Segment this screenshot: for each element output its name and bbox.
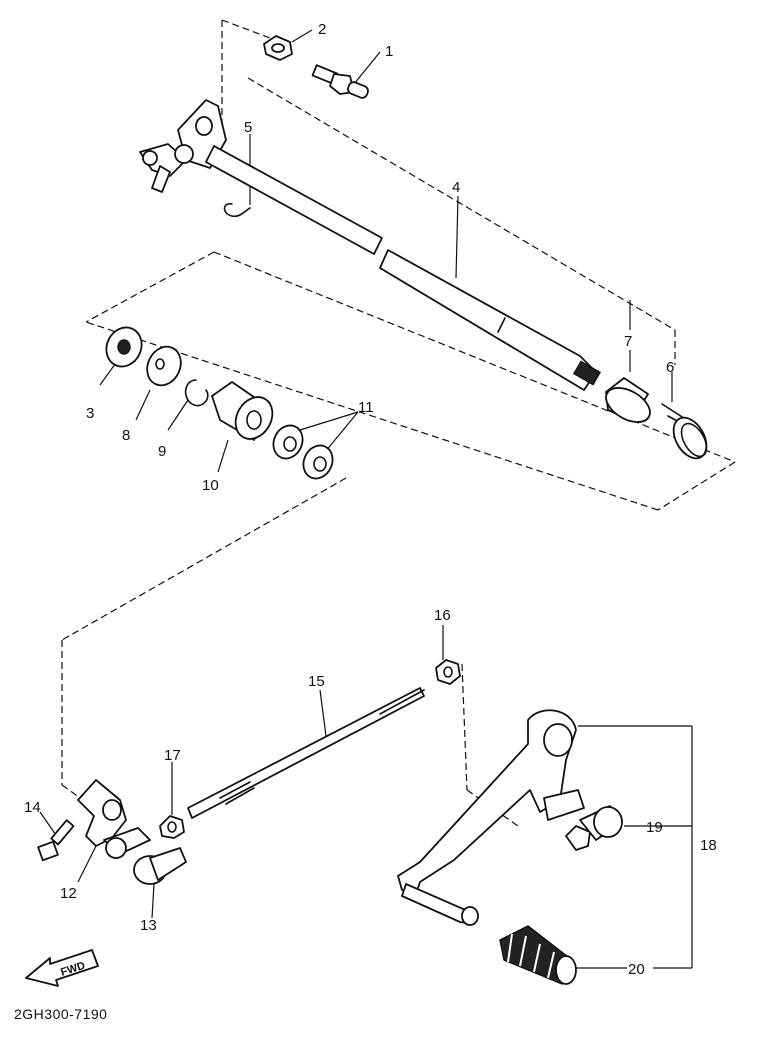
part-10-bushing [211, 381, 274, 441]
callout-15: 15 [308, 673, 325, 690]
callout-1: 1 [385, 43, 393, 60]
callout-16: 16 [434, 607, 451, 624]
part-15-shift-rod [187, 687, 425, 819]
part-5-circlip [223, 203, 251, 218]
part-4-shift-shaft [205, 145, 601, 391]
callout-4: 4 [452, 179, 460, 196]
callout-3: 3 [86, 405, 94, 422]
part-19-bolt-pivot [565, 805, 623, 851]
callout-17: 17 [164, 747, 181, 764]
fwd-arrow-icon: FWD [25, 949, 99, 987]
part-11-oil-seal-b [302, 444, 334, 480]
part-14-bolt [37, 819, 75, 862]
part-8-washer [146, 345, 182, 387]
callout-5: 5 [244, 119, 252, 136]
callout-labels: 1 2 3 4 5 6 7 8 9 10 11 12 13 14 15 16 1… [24, 21, 717, 978]
group-outline-linkage [61, 477, 519, 827]
callout-8: 8 [122, 427, 130, 444]
callout-7: 7 [624, 333, 632, 350]
callout-11: 11 [358, 399, 374, 416]
callout-12: 12 [60, 885, 77, 902]
callout-18: 18 [700, 837, 717, 854]
part-1-bolt [311, 64, 369, 99]
callout-2: 2 [318, 21, 326, 38]
part-16-nut [435, 659, 461, 685]
part-13-joint [133, 847, 187, 885]
callout-6: 6 [666, 359, 674, 376]
part-3-oil-seal [105, 326, 143, 368]
part-9-circlip [184, 379, 209, 407]
part-6-spring [661, 403, 708, 460]
callout-20: 20 [628, 961, 645, 978]
group-outline-shift-shaft [85, 19, 736, 511]
callout-19: 19 [646, 819, 663, 836]
part-11-oil-seal-a [272, 424, 304, 460]
callout-9: 9 [158, 443, 166, 460]
callout-13: 13 [140, 917, 157, 934]
part-12-shift-arm [77, 779, 151, 859]
part-20-pedal-rubber [499, 925, 577, 985]
part-2-nut [263, 35, 293, 61]
callout-10: 10 [202, 477, 219, 494]
part-17-nut [159, 815, 185, 839]
drawing-code: 2GH300-7190 [14, 1006, 107, 1022]
callout-14: 14 [24, 799, 41, 816]
part-18-shift-pedal [397, 709, 585, 926]
part-7-collar [605, 377, 651, 423]
